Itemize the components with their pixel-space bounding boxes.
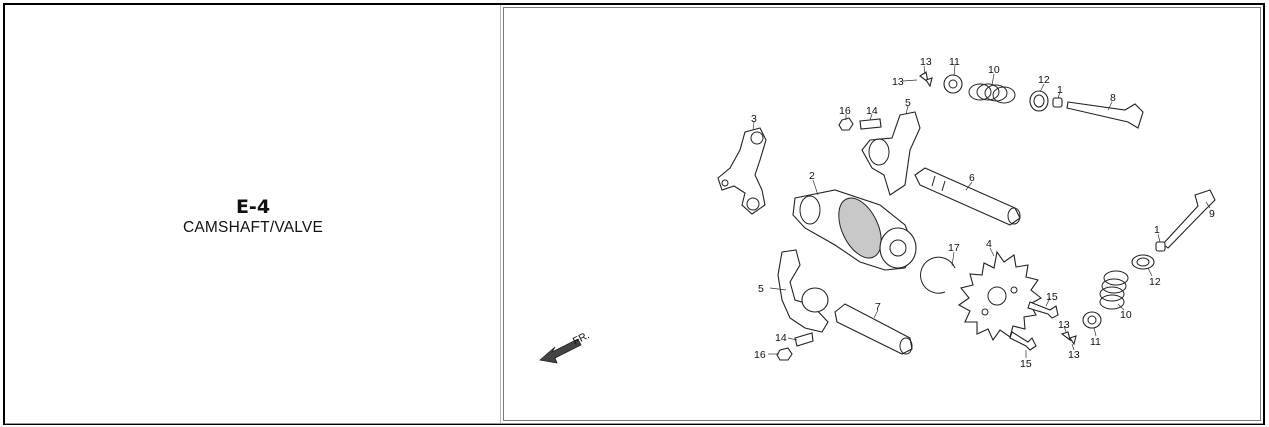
callout-17: 17 bbox=[948, 242, 960, 254]
callout-15-upper: 15 bbox=[1046, 291, 1058, 303]
callout-16-lower: 16 bbox=[754, 349, 766, 361]
cam-sprocket-part bbox=[957, 250, 1042, 342]
callout-4: 4 bbox=[986, 238, 992, 250]
callout-10-upper: 10 bbox=[988, 64, 1000, 76]
callout-8: 8 bbox=[1110, 92, 1116, 104]
rocker-arm-upper-part bbox=[861, 111, 921, 196]
callout-15-lower: 15 bbox=[1020, 358, 1032, 370]
callout-2: 2 bbox=[809, 170, 815, 182]
valve-cotter-upper-part bbox=[919, 71, 933, 88]
callout-11-upper: 11 bbox=[949, 56, 960, 68]
spring-seat-upper-part bbox=[1029, 90, 1049, 112]
valve-cotter-lower-part bbox=[1060, 331, 1077, 346]
callout-13-lower-a: 13 bbox=[1058, 319, 1070, 331]
circlip-part bbox=[920, 256, 956, 294]
callout-7: 7 bbox=[875, 301, 881, 313]
front-direction-arrow bbox=[539, 338, 582, 364]
sprocket-bolt-upper-part bbox=[1027, 301, 1059, 319]
leader-lines bbox=[752, 64, 1211, 358]
front-direction-label: FR. bbox=[571, 329, 592, 347]
section-code: E-4 bbox=[235, 196, 271, 218]
valve-spring-lower-part bbox=[1099, 270, 1129, 310]
callout-3: 3 bbox=[751, 113, 757, 125]
callout-5-upper: 5 bbox=[905, 97, 911, 109]
callout-13-upper-a: 13 bbox=[920, 56, 932, 68]
rocker-shaft-upper-part bbox=[914, 167, 1021, 226]
spring-seat-lower-part bbox=[1131, 254, 1155, 270]
valve-seal-upper-part bbox=[1052, 97, 1063, 108]
camshaft-part bbox=[792, 189, 917, 271]
callout-5-lower: 5 bbox=[758, 283, 764, 295]
callout-12-upper: 12 bbox=[1038, 74, 1050, 86]
spring-retainer-lower-part bbox=[1082, 311, 1102, 329]
lock-nut-upper-part bbox=[838, 117, 854, 131]
diagram-panel bbox=[503, 7, 1261, 421]
callout-13-lower-b: 13 bbox=[1068, 349, 1080, 361]
callout-1-lower: 1 bbox=[1154, 224, 1160, 236]
callout-12-lower: 12 bbox=[1149, 276, 1161, 288]
valve-8-part bbox=[1066, 101, 1144, 129]
valve-9-part bbox=[1162, 189, 1216, 249]
callout-14-lower: 14 bbox=[775, 332, 787, 344]
rocker-holder-part bbox=[717, 127, 767, 215]
page-frame: E-4 CAMSHAFT/VALVE bbox=[3, 3, 1265, 425]
callout-9: 9 bbox=[1209, 208, 1215, 220]
rocker-arm-lower-part bbox=[777, 249, 829, 333]
section-title: CAMSHAFT/VALVE bbox=[182, 219, 324, 236]
section-label-panel: E-4 CAMSHAFT/VALVE bbox=[5, 5, 501, 423]
valve-spring-upper-part bbox=[968, 83, 1016, 104]
spring-retainer-upper-part bbox=[943, 74, 963, 94]
callout-13-upper-b: 13 bbox=[892, 76, 904, 88]
lock-nut-lower-part bbox=[776, 347, 793, 361]
callout-10-lower: 10 bbox=[1120, 309, 1132, 321]
valve-seal-lower-part bbox=[1155, 241, 1166, 252]
sprocket-bolt-lower-part bbox=[1009, 331, 1037, 351]
callout-14-upper: 14 bbox=[866, 105, 878, 117]
callout-11-lower: 11 bbox=[1090, 336, 1101, 348]
bottom-divider bbox=[5, 423, 1263, 425]
adjust-screw-upper-part bbox=[859, 118, 882, 130]
callout-16-upper: 16 bbox=[839, 105, 851, 117]
adjust-screw-lower-part bbox=[794, 332, 814, 347]
rocker-shaft-lower-part bbox=[834, 303, 913, 355]
callout-1-upper: 1 bbox=[1057, 84, 1063, 96]
callout-6: 6 bbox=[969, 172, 975, 184]
